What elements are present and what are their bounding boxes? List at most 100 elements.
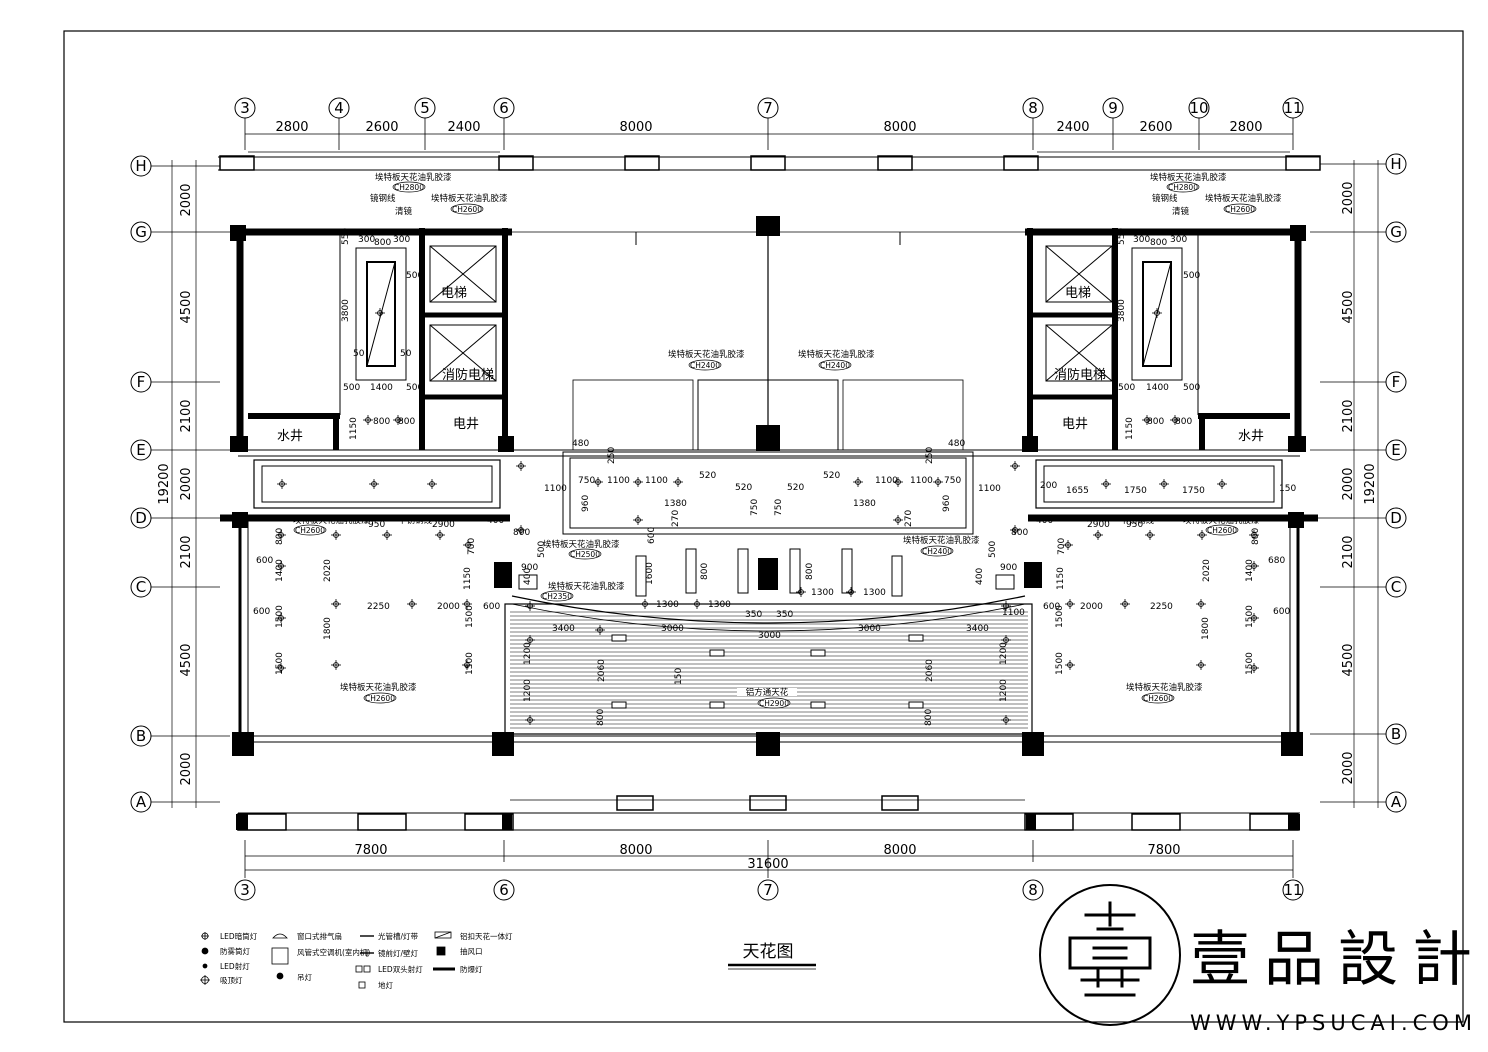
dim-520: 520 — [823, 471, 840, 481]
note-ceiling-paint: 埃特板天花油乳胶漆 — [903, 535, 980, 546]
dim-250: 250 — [607, 447, 617, 464]
note-stainless-line: 不锈钢线 — [1120, 515, 1155, 526]
room-elevator-right: 电梯 — [1065, 286, 1091, 301]
dim-1400: 1400 — [1245, 559, 1255, 582]
dim-label: 4500 — [1341, 290, 1356, 323]
axis-label: H — [1390, 155, 1401, 173]
note-ceiling-paint: 埃特板天花油乳胶漆 — [798, 349, 875, 360]
dim-800: 800 — [1251, 528, 1261, 545]
dim-800: 800 — [373, 417, 390, 427]
dim-680: 680 — [1268, 556, 1285, 566]
axis-label: 6 — [499, 881, 509, 899]
downlight-icon — [893, 515, 903, 525]
left-dimension-labels: 2000 4500 2100 2000 2100 4500 2000 19200 — [157, 183, 194, 785]
dim-2900: 2900 — [432, 520, 455, 530]
legend-floor-light: 地灯 — [378, 980, 393, 990]
dim-960: 960 — [942, 495, 952, 512]
axis-label: F — [137, 373, 146, 391]
dim-1500: 1500 — [1245, 652, 1255, 675]
legend-mirror-light: 镜前灯/壁灯 — [378, 948, 419, 958]
downlight-icon — [1093, 530, 1103, 540]
note-ceiling-paint: 埃特板天花油乳胶漆 — [293, 515, 370, 526]
dim-50: 50 — [400, 349, 412, 359]
brand-watermark: 壹品設計 WWW.YPSUCAI.COM — [1039, 884, 1472, 1035]
dim-600: 600 — [1273, 607, 1290, 617]
right-axis-labels: H G F E D C B A — [1390, 155, 1402, 811]
dim-700: 700 — [1057, 538, 1067, 555]
dim-1200: 1200 — [999, 679, 1009, 702]
dim-800: 800 — [275, 528, 285, 545]
downlight-icon — [640, 599, 650, 609]
dim-700: 700 — [467, 538, 477, 555]
dim-1380: 1380 — [664, 499, 687, 509]
dim-1600: 1600 — [645, 562, 655, 585]
dim-500: 500 — [537, 541, 547, 558]
axis-label: 8 — [1028, 881, 1038, 899]
axis-label: E — [1391, 441, 1400, 459]
led-double-spot-icon — [709, 649, 725, 657]
note-ceiling-paint: 埃特板天花油乳胶漆 — [548, 581, 625, 592]
dim-300: 300 — [393, 235, 410, 245]
downlight-icon — [382, 530, 392, 540]
downlight-icon — [893, 477, 903, 487]
dim-400: 400 — [975, 568, 985, 585]
downlight-icon — [277, 479, 287, 489]
downlight-icon — [633, 477, 643, 487]
downlight-icon — [407, 599, 417, 609]
tag-ceiling-height: CH2600 — [452, 205, 482, 214]
dim-1100: 1100 — [607, 476, 630, 486]
downlight-icon — [276, 561, 286, 571]
strip-ceiling-spotlights — [611, 634, 924, 709]
ceiling-notes: 埃特板天花油乳胶漆 CH2800 埃特板天花油乳胶漆 CH2600 镜钢线 清镜… — [293, 172, 1282, 709]
legend-led-double-spot: LED双头射灯 — [378, 964, 423, 974]
legend-exhaust-vent: 抽风口 — [460, 946, 483, 956]
dim-300: 300 — [1133, 235, 1150, 245]
note-clear-mirror: 清镜 — [1172, 206, 1190, 217]
dim-270: 270 — [904, 510, 914, 527]
dim-1150: 1150 — [1056, 567, 1066, 590]
dim-label: 2600 — [1139, 120, 1172, 135]
dim-950: 950 — [368, 520, 385, 530]
dim-2250: 2250 — [367, 602, 390, 612]
dim-1100: 1100 — [1002, 608, 1025, 618]
led-double-spot-icon — [709, 701, 725, 709]
dim-800: 800 — [1175, 417, 1192, 427]
dim-150: 150 — [674, 668, 684, 685]
downlight-icon — [435, 530, 445, 540]
downlight-icon — [276, 613, 286, 623]
dim-1200: 1200 — [999, 642, 1009, 665]
dim-1500: 1500 — [465, 652, 475, 675]
downlight-icon — [1001, 601, 1011, 611]
dim-800: 800 — [700, 563, 710, 580]
dim-50: 50 — [353, 349, 365, 359]
dim-label: 2400 — [447, 120, 480, 135]
dim-1500: 1500 — [1055, 605, 1065, 628]
dim-600: 600 — [483, 602, 500, 612]
downlight-icon — [673, 477, 683, 487]
downlight-icon — [462, 599, 472, 609]
axis-label: 10 — [1189, 99, 1208, 117]
dim-label: 7800 — [1147, 843, 1180, 858]
downlight-icon — [331, 660, 341, 670]
downlight-icon — [1065, 660, 1075, 670]
downlight-icon — [846, 587, 856, 597]
note-mirror-steel-line: 镜钢线 — [1152, 193, 1178, 204]
downlight-icon — [331, 599, 341, 609]
tag-ceiling-height: CH2400 — [690, 361, 720, 370]
downlight-icon — [463, 540, 473, 550]
elevator-shafts — [429, 245, 1113, 382]
downlight-icon — [1152, 308, 1162, 318]
axis-label: D — [135, 509, 147, 527]
dim-150: 150 — [1279, 484, 1296, 494]
dim-label: 7800 — [354, 843, 387, 858]
bottom-dimension-labels: 7800 8000 8000 7800 31600 — [354, 843, 1180, 872]
dim-480: 480 — [572, 439, 589, 449]
downlight-icon — [1249, 663, 1259, 673]
dim-800: 800 — [374, 238, 391, 248]
downlight-icon — [516, 461, 526, 471]
room-electric-shaft-right: 电井 — [1062, 417, 1088, 432]
dim-960: 960 — [581, 495, 591, 512]
dim-520: 520 — [787, 483, 804, 493]
downlight-icon — [1145, 530, 1155, 540]
